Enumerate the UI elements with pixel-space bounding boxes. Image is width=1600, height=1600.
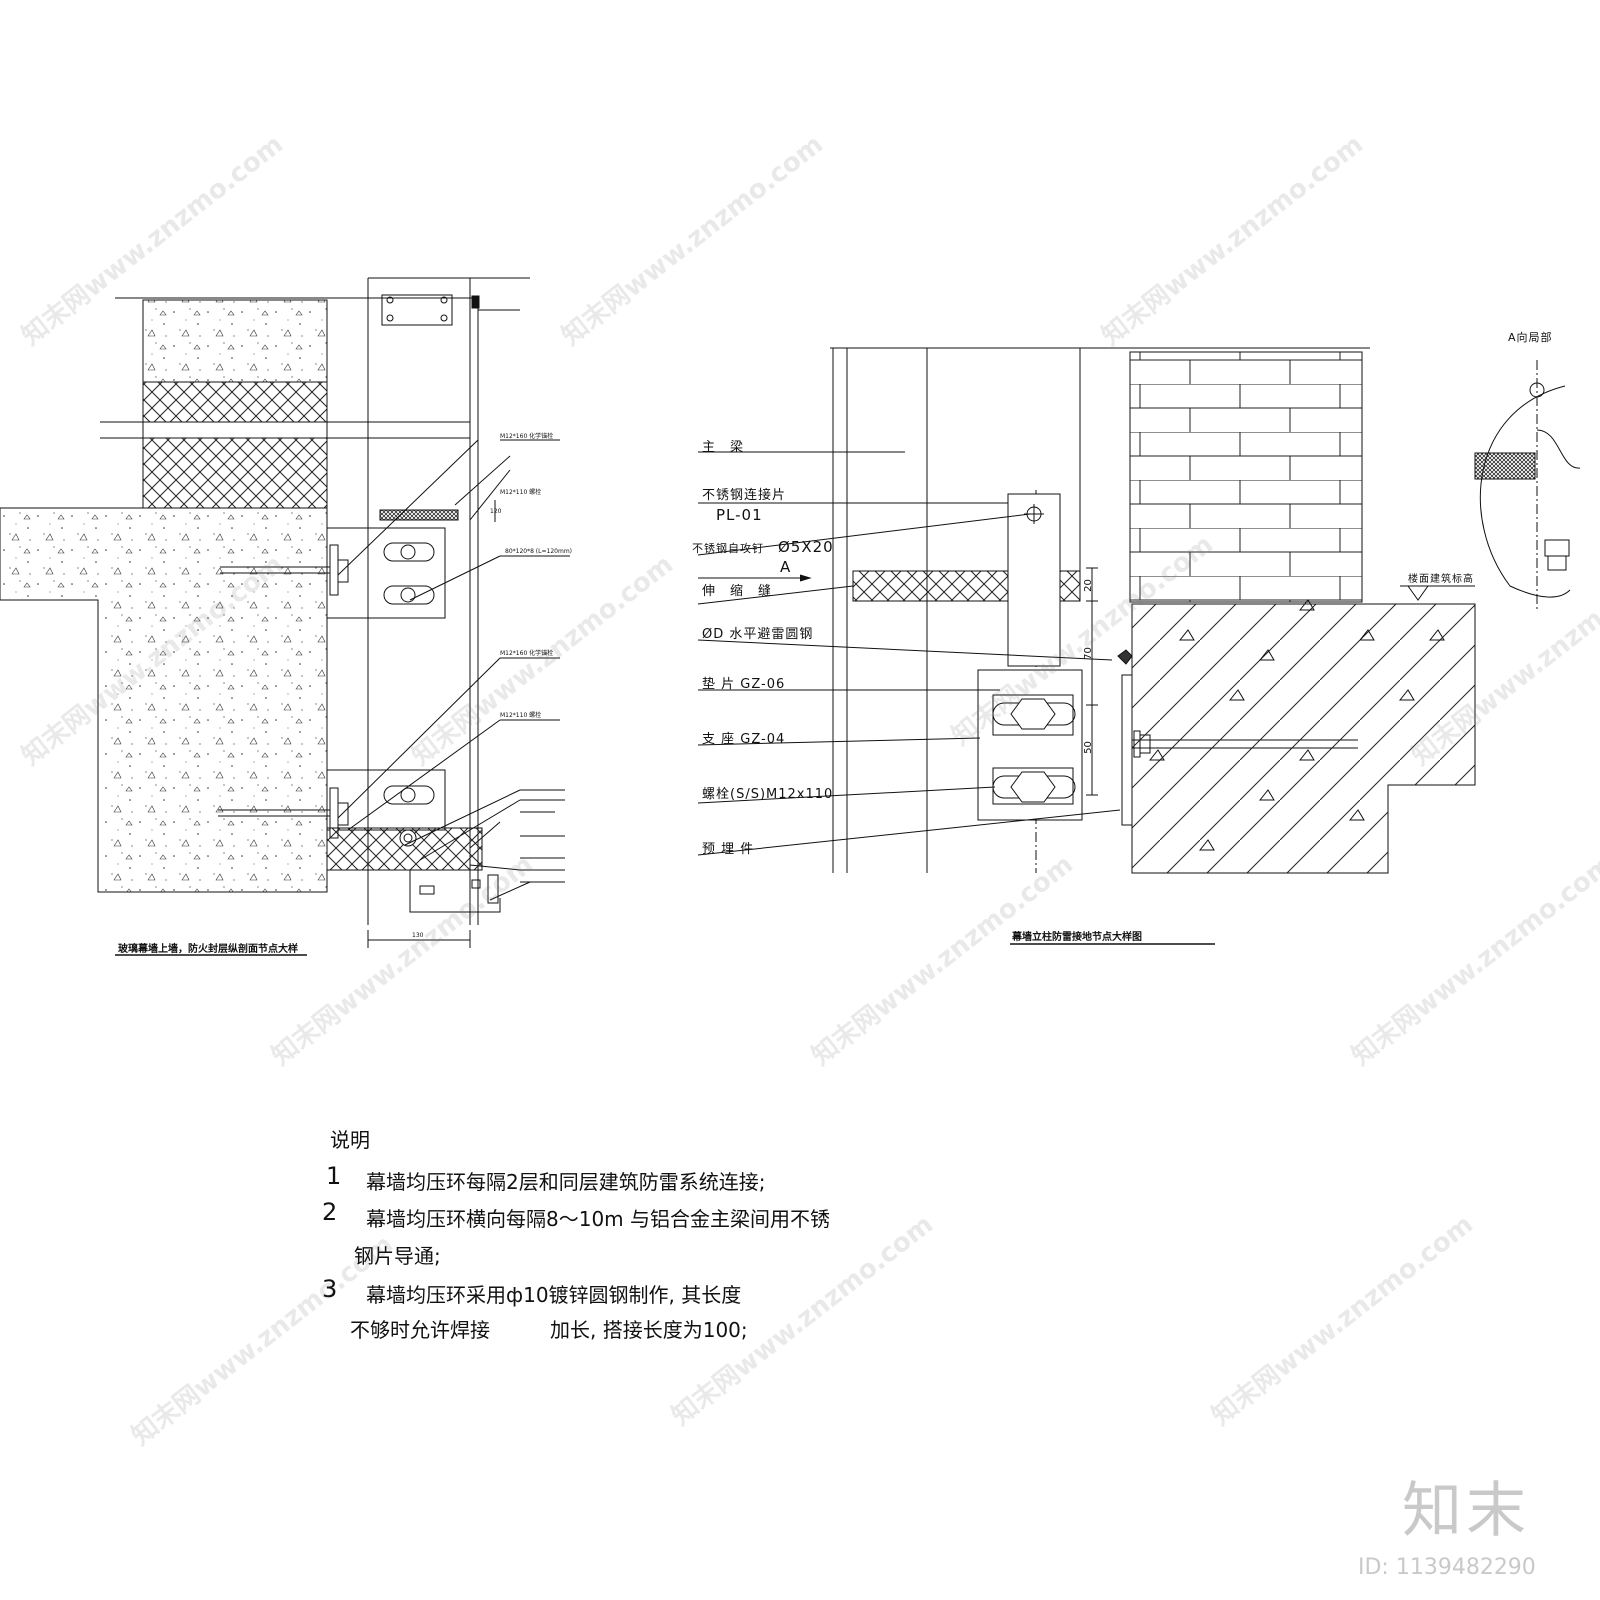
brand-logo: 知末	[1402, 1476, 1530, 1546]
label-lightning-rod: ØD 水平避雷圆钢	[702, 627, 814, 642]
note-3-num: 3	[322, 1275, 338, 1303]
label-a-view: A向局部	[1508, 331, 1553, 344]
label-expansion-joint: 伸 缩 缝	[702, 584, 773, 599]
dim-70: 70	[1082, 647, 1094, 660]
label-embedded-part: 预 埋 件	[702, 842, 755, 857]
left-section-detail	[0, 277, 570, 956]
label-ss-plate: 不锈钢连接片	[702, 488, 787, 503]
note-1-num: 1	[326, 1162, 342, 1190]
left-label-anchor-upper: M12*160 化学锚栓	[500, 433, 554, 440]
right-section-detail	[697, 347, 1581, 945]
note-2-num: 2	[322, 1198, 338, 1226]
label-pl-01: PL-01	[716, 506, 763, 524]
left-label-plate: 80*120*8 (L=120mm)	[505, 548, 573, 555]
label-bolt: 螺栓(S/S)M12x110	[702, 787, 834, 802]
label-floor-level: 楼面建筑标高	[1408, 574, 1474, 585]
note-1-text: 幕墙均压环每隔2层和同层建筑防雷系统连接;	[366, 1170, 766, 1194]
left-detail-caption: 玻璃幕墙上墙，防火封层纵剖面节点大样	[118, 944, 298, 955]
label-main-beam: 主 梁	[702, 440, 745, 455]
label-screw: 不锈钢自攻钉	[692, 542, 764, 555]
left-label-bolt-upper: M12*110 螺栓	[500, 489, 542, 496]
label-screw-size: Ø5X20	[778, 538, 834, 556]
label-seat: 支 座 GZ-04	[702, 732, 786, 747]
note-2-text: 幕墙均压环横向每隔8～10m 与铝合金主梁间用不锈	[366, 1207, 831, 1231]
left-label-bolt-lower: M12*110 螺栓	[500, 712, 542, 719]
right-detail-caption: 幕墙立柱防雷接地节点大样图	[1012, 932, 1142, 943]
notes-title: 说明	[330, 1128, 370, 1152]
note-3-text: 幕墙均压环采用ф10镀锌圆钢制作, 其长度	[366, 1283, 742, 1307]
label-washer: 垫 片 GZ-06	[702, 677, 786, 692]
left-dim-120: 120	[490, 508, 502, 515]
note-2-text-cont: 钢片导通;	[354, 1244, 441, 1268]
note-3-text-cont: 不够时允许焊接 加长, 搭接长度为100;	[350, 1318, 748, 1342]
dim-20: 20	[1082, 579, 1094, 592]
image-id: ID: 1139482290	[1358, 1555, 1536, 1580]
label-a-mark: A	[780, 558, 792, 576]
dim-50: 50	[1082, 741, 1094, 754]
left-label-anchor-lower: M12*160 化学锚栓	[500, 650, 554, 657]
left-dim-130: 130	[412, 932, 424, 939]
